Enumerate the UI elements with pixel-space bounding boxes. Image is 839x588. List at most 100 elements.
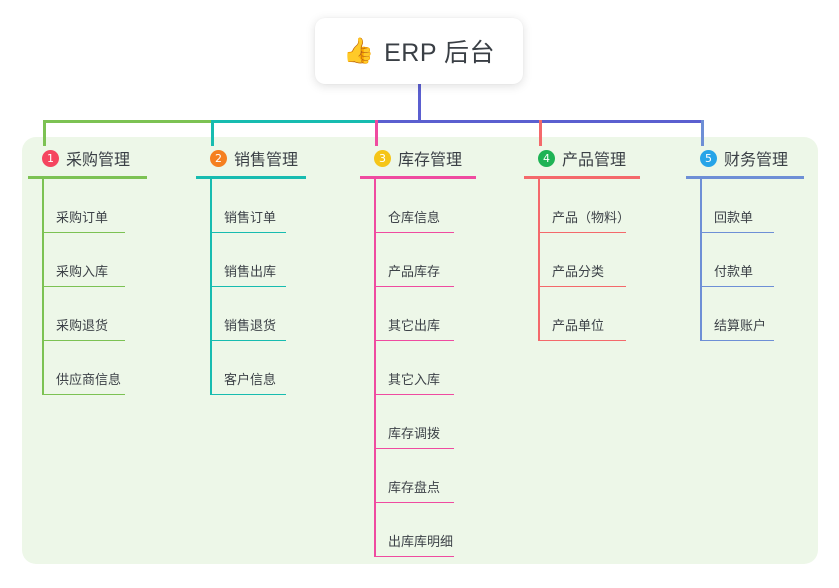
column-header-rule — [196, 176, 306, 179]
column-items: 产品（物料） 产品分类产品单位 — [524, 179, 684, 341]
menu-item[interactable]: 产品单位 — [524, 287, 684, 341]
menu-item[interactable]: 库存调拨 — [360, 395, 520, 449]
menu-item-rule — [700, 285, 774, 287]
column-title: 采购管理 — [66, 152, 131, 169]
column-number-badge: 3 — [374, 149, 391, 167]
menu-item-label: 产品库存 — [388, 264, 441, 279]
menu-item[interactable]: 付款单 — [686, 233, 836, 287]
column-header-5[interactable]: 5 财务管理 — [686, 146, 836, 170]
connector-segment-1 — [43, 120, 211, 123]
menu-item[interactable]: 采购退货 — [28, 287, 193, 341]
menu-item-rule — [42, 285, 125, 287]
menu-item[interactable]: 采购入库 — [28, 233, 193, 287]
menu-item-label: 库存盘点 — [388, 480, 441, 495]
thumbs-up-icon: 👍 — [342, 36, 375, 65]
menu-item-label: 库存调拨 — [388, 426, 441, 441]
menu-item[interactable]: 销售出库 — [196, 233, 356, 287]
connector-segment-2 — [211, 120, 375, 123]
column-title: 财务管理 — [724, 152, 789, 169]
menu-item-label: 采购入库 — [56, 264, 109, 279]
menu-item-rule — [538, 285, 626, 287]
menu-item[interactable]: 销售退货 — [196, 287, 356, 341]
menu-item-rule — [210, 285, 286, 287]
column-header-rule — [686, 176, 804, 179]
menu-item-label: 其它入库 — [388, 372, 441, 387]
menu-item-rule — [42, 393, 125, 395]
menu-item[interactable]: 库存盘点 — [360, 449, 520, 503]
column-items: 仓库信息产品库存其它出库其它入库库存调拨库存盘点出库库明细 — [360, 179, 520, 557]
column-header-rule — [28, 176, 147, 179]
column-number-badge: 4 — [538, 149, 555, 167]
column-header-4[interactable]: 4 产品管理 — [524, 146, 684, 170]
column-trunk-line — [700, 179, 702, 341]
column-number-badge: 1 — [42, 149, 59, 167]
menu-item[interactable]: 供应商信息 — [28, 341, 193, 395]
column-title: 销售管理 — [234, 152, 299, 169]
menu-item-label: 其它出库 — [388, 318, 441, 333]
menu-item[interactable]: 产品（物料） — [524, 179, 684, 233]
menu-item-label: 采购退货 — [56, 318, 109, 333]
menu-item-label: 付款单 — [714, 264, 754, 279]
menu-item-rule — [210, 339, 286, 341]
column-header-1[interactable]: 1 采购管理 — [28, 146, 193, 170]
menu-item-rule — [374, 285, 454, 287]
menu-item-label: 客户信息 — [224, 372, 277, 387]
menu-item-rule — [374, 393, 454, 395]
diagram-panel — [22, 137, 818, 564]
column-产品管理: 4 产品管理产品（物料） 产品分类产品单位 — [524, 146, 684, 341]
menu-item[interactable]: 产品库存 — [360, 233, 520, 287]
menu-item-rule — [538, 339, 626, 341]
menu-item-rule — [374, 555, 454, 557]
menu-item-label: 出库库明细 — [388, 534, 454, 549]
menu-item[interactable]: 仓库信息 — [360, 179, 520, 233]
column-items: 采购订单采购入库采购退货供应商信息 — [28, 179, 193, 395]
column-drop-stub-4 — [539, 120, 542, 146]
column-trunk-line — [374, 179, 376, 557]
menu-item-label: 销售出库 — [224, 264, 277, 279]
column-drop-stub-2 — [211, 120, 214, 146]
column-header-rule — [360, 176, 476, 179]
menu-item-label: 产品分类 — [552, 264, 605, 279]
column-header-rule — [524, 176, 640, 179]
column-header-2[interactable]: 2 销售管理 — [196, 146, 356, 170]
menu-item[interactable]: 其它入库 — [360, 341, 520, 395]
column-items: 回款单付款单结算账户 — [686, 179, 836, 341]
menu-item-label: 供应商信息 — [56, 372, 122, 387]
menu-item-label: 结算账户 — [714, 318, 767, 333]
menu-item-rule — [374, 447, 454, 449]
column-drop-stub-5 — [701, 120, 704, 146]
menu-item[interactable]: 采购订单 — [28, 179, 193, 233]
column-number-badge: 5 — [700, 149, 717, 167]
column-number-badge: 2 — [210, 149, 227, 167]
menu-item[interactable]: 销售订单 — [196, 179, 356, 233]
menu-item[interactable]: 客户信息 — [196, 341, 356, 395]
menu-item-label: 仓库信息 — [388, 210, 441, 225]
menu-item-rule — [374, 501, 454, 503]
menu-item-rule — [700, 339, 774, 341]
menu-item[interactable]: 产品分类 — [524, 233, 684, 287]
menu-item-rule — [42, 231, 125, 233]
menu-item-rule — [210, 231, 286, 233]
menu-item-rule — [700, 231, 774, 233]
column-销售管理: 2 销售管理销售订单销售出库销售退货客户信息 — [196, 146, 356, 395]
menu-item-rule — [210, 393, 286, 395]
menu-item[interactable]: 其它出库 — [360, 287, 520, 341]
column-title: 产品管理 — [562, 152, 627, 169]
column-drop-stub-1 — [43, 120, 46, 146]
menu-item-label: 回款单 — [714, 210, 754, 225]
menu-item[interactable]: 出库库明细 — [360, 503, 520, 557]
root-node-card[interactable]: 👍 ERP 后台 — [315, 18, 523, 84]
page-title: ERP 后台 — [384, 39, 496, 67]
column-trunk-line — [42, 179, 44, 395]
root-connector-line — [418, 84, 421, 123]
menu-item-label: 产品（物料） — [552, 210, 631, 225]
menu-item-label: 销售退货 — [224, 318, 277, 333]
menu-item[interactable]: 结算账户 — [686, 287, 836, 341]
menu-item[interactable]: 回款单 — [686, 179, 836, 233]
menu-item-rule — [42, 339, 125, 341]
column-采购管理: 1 采购管理采购订单采购入库采购退货供应商信息 — [28, 146, 193, 395]
column-drop-stub-3 — [375, 120, 378, 146]
